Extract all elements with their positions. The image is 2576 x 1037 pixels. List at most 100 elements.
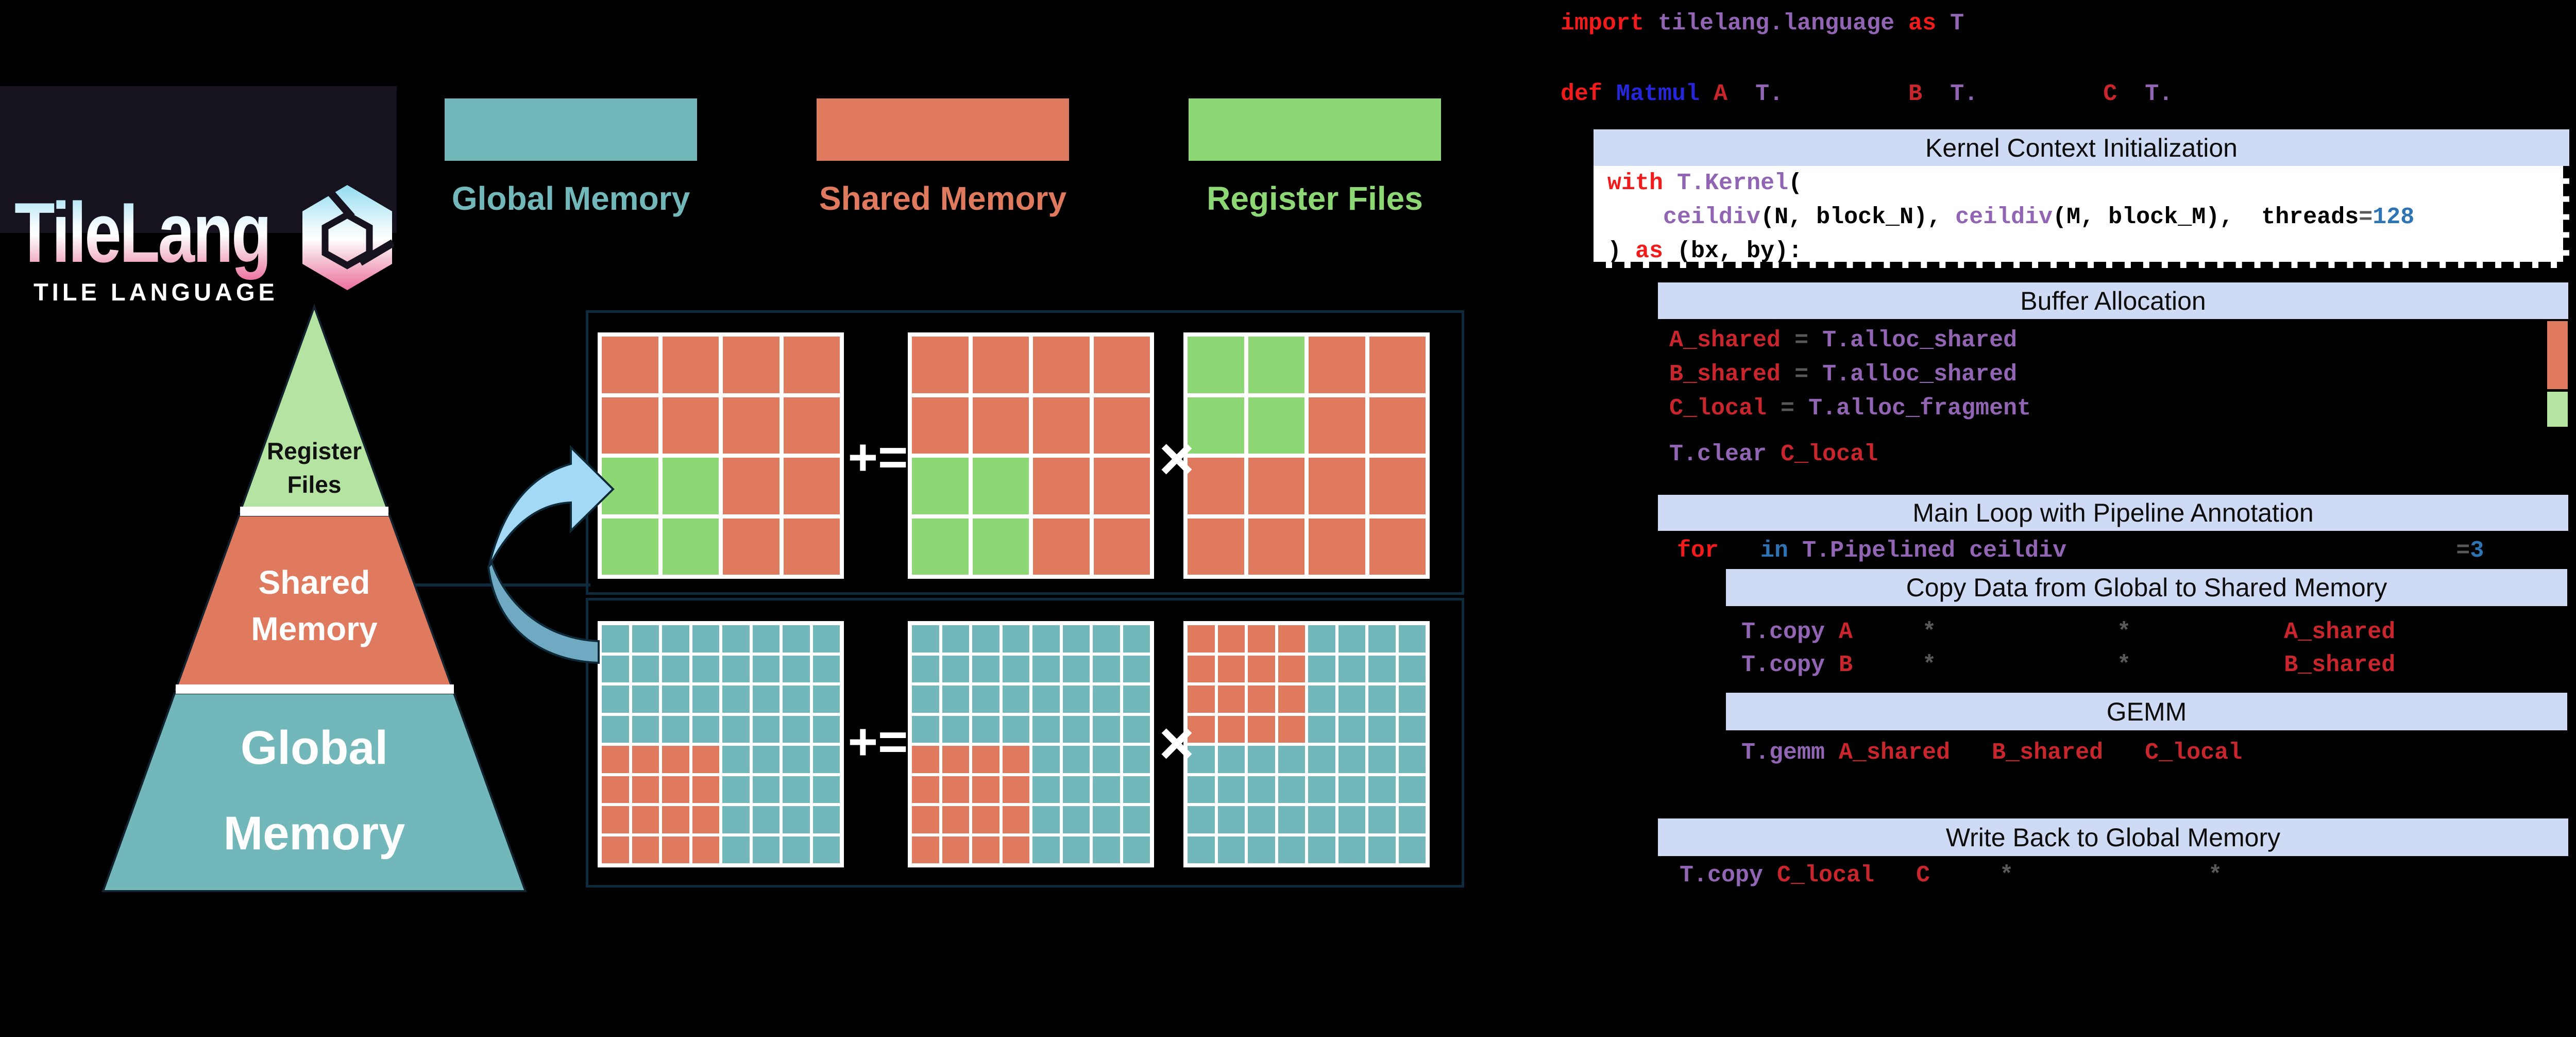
- grid-cell: [1188, 806, 1215, 833]
- grid-cell: [722, 836, 750, 863]
- grid-cell: [1062, 746, 1090, 773]
- grid-cell: [1248, 836, 1275, 863]
- code-token: [1922, 81, 1950, 107]
- grid-cell: [1093, 776, 1120, 803]
- code-token: T.Pipelined: [1802, 538, 1956, 564]
- grid-cell: [602, 518, 658, 575]
- grid-cell: [662, 655, 689, 682]
- grid-cell: [722, 776, 750, 803]
- code-token: [2013, 862, 2208, 889]
- grid-cell: [1308, 625, 1335, 653]
- code-token: *: [1922, 619, 1937, 645]
- code-token: [1853, 652, 1922, 678]
- grid-cell: [1188, 337, 1244, 393]
- grid-cell: [1398, 715, 1426, 743]
- grid-cell: [1248, 625, 1275, 653]
- grid-cell: [1033, 518, 1090, 575]
- matrix-grid-top-c: [598, 332, 844, 579]
- code-line-as-bx-by: ) as (bx, by):: [1607, 237, 1802, 266]
- grid-cell: [1248, 458, 1304, 514]
- grid-cell: [1278, 836, 1305, 863]
- code-token: B: [1839, 652, 1853, 678]
- code-token: A: [1839, 619, 1853, 645]
- code-token: *: [2117, 619, 2131, 645]
- code-token: Matmul: [1616, 81, 1700, 107]
- grid-cell: [602, 397, 658, 454]
- grid-cell: [783, 685, 810, 713]
- code-line-ceildiv: ceildiv(N, block_N), ceildiv(M, block_M)…: [1607, 203, 2414, 232]
- grid-cell: [723, 518, 779, 575]
- grid-cell: [602, 685, 629, 713]
- grid-cell: [912, 715, 939, 743]
- code-token: [1727, 81, 1755, 107]
- grid-cell: [1123, 655, 1150, 682]
- grid-cell: [722, 746, 750, 773]
- code-token: for: [1677, 538, 1719, 564]
- grid-cell: [722, 806, 750, 833]
- code-token: [1644, 10, 1658, 37]
- grid-cell: [972, 806, 999, 833]
- grid-cell: [692, 776, 719, 803]
- code-token: 3: [2470, 538, 2484, 564]
- grid-cell: [783, 655, 810, 682]
- grid-cell: [723, 458, 779, 514]
- code-token: [2131, 619, 2284, 645]
- grid-cell: [1217, 806, 1245, 833]
- grid-cell: [1278, 776, 1305, 803]
- code-token: (bx, by):: [1663, 238, 1803, 264]
- code-token: T.copy: [1741, 652, 1825, 678]
- kernel-context-highlight-box: [1594, 166, 2569, 268]
- code-token: [1781, 327, 1794, 354]
- grid-cell: [1032, 625, 1060, 653]
- grid-cell: [1002, 625, 1029, 653]
- code-token: [1607, 204, 1663, 230]
- grid-cell: [662, 685, 689, 713]
- code-token: C: [1916, 862, 1930, 889]
- code-token: [1663, 170, 1677, 196]
- grid-cell: [632, 776, 659, 803]
- grid-cell: [1033, 337, 1090, 393]
- grid-cell: [752, 806, 779, 833]
- grid-cell: [783, 806, 810, 833]
- legend-label: Shared Memory: [819, 180, 1067, 217]
- code-line-write-back: T.copy C_local C * *: [1680, 861, 2222, 890]
- grid-cell: [942, 746, 969, 773]
- grid-cell: [1309, 458, 1365, 514]
- register-files-indicator-bar: [2547, 392, 2568, 427]
- code-token: B: [1908, 81, 1923, 107]
- grid-cell: [783, 746, 810, 773]
- section-header-buffer-allocation: Buffer Allocation: [1658, 282, 2568, 319]
- grid-cell: [942, 625, 969, 653]
- code-token: =: [1781, 395, 1795, 422]
- grid-cell: [662, 806, 689, 833]
- code-token: *: [2117, 652, 2131, 678]
- code-token: (N, block_N),: [1760, 204, 1956, 230]
- plus-equals-operator: +=: [848, 428, 908, 487]
- grid-cell: [602, 746, 629, 773]
- grid-cell: [783, 397, 840, 454]
- grid-cell: [752, 746, 779, 773]
- code-token: import: [1561, 10, 1645, 37]
- grid-cell: [1217, 836, 1245, 863]
- code-token: def: [1561, 81, 1603, 107]
- code-token: [1853, 619, 1922, 645]
- code-token: in: [1760, 538, 1789, 564]
- grid-cell: [1308, 655, 1335, 682]
- grid-cell: [812, 625, 840, 653]
- grid-cell: [812, 836, 840, 863]
- grid-cell: [1093, 806, 1120, 833]
- grid-cell: [1248, 337, 1304, 393]
- code-token: [1767, 441, 1781, 467]
- grid-cell: [752, 776, 779, 803]
- grid-cell: [1062, 806, 1090, 833]
- grid-cell: [1398, 836, 1426, 863]
- grid-cell: [1032, 715, 1060, 743]
- grid-cell: [1398, 776, 1426, 803]
- code-token: [1808, 327, 1822, 354]
- grid-cell: [1188, 397, 1244, 454]
- code-token: =: [2359, 204, 2373, 230]
- grid-cell: [1308, 806, 1335, 833]
- grid-cell: [912, 776, 939, 803]
- grid-cell: [1338, 685, 1365, 713]
- grid-cell: [1217, 685, 1245, 713]
